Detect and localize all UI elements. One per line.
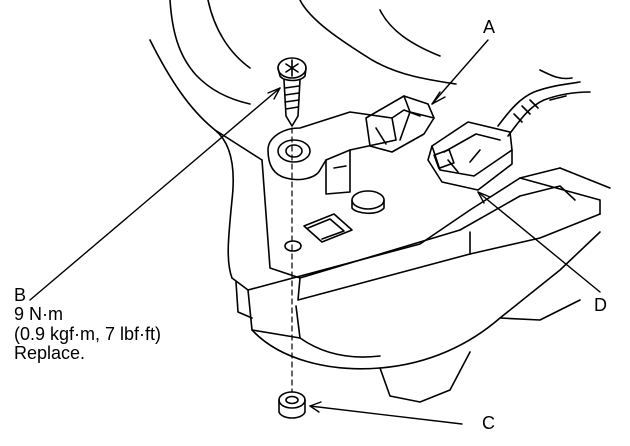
callout-d: D <box>594 295 607 315</box>
harness-connector <box>427 69 591 191</box>
callout-c: C <box>482 413 495 433</box>
crank-position-sensor <box>267 95 435 195</box>
leader-lines <box>29 39 601 425</box>
upper-housing-outline <box>149 0 457 279</box>
replace-note: Replace. <box>14 343 86 363</box>
nut <box>278 391 306 419</box>
torque-spec: 9 N·m (0.9 kgf·m, 7 lbf·ft) Replace. <box>14 304 162 364</box>
torque-alt-value: (0.9 kgf·m, 7 lbf·ft) <box>14 323 162 344</box>
torque-value: 9 N·m <box>14 304 63 324</box>
mounting-bolt <box>277 57 307 127</box>
callout-a: A <box>483 17 496 37</box>
callout-b: B <box>14 285 27 305</box>
mounting-bracket <box>231 159 611 403</box>
